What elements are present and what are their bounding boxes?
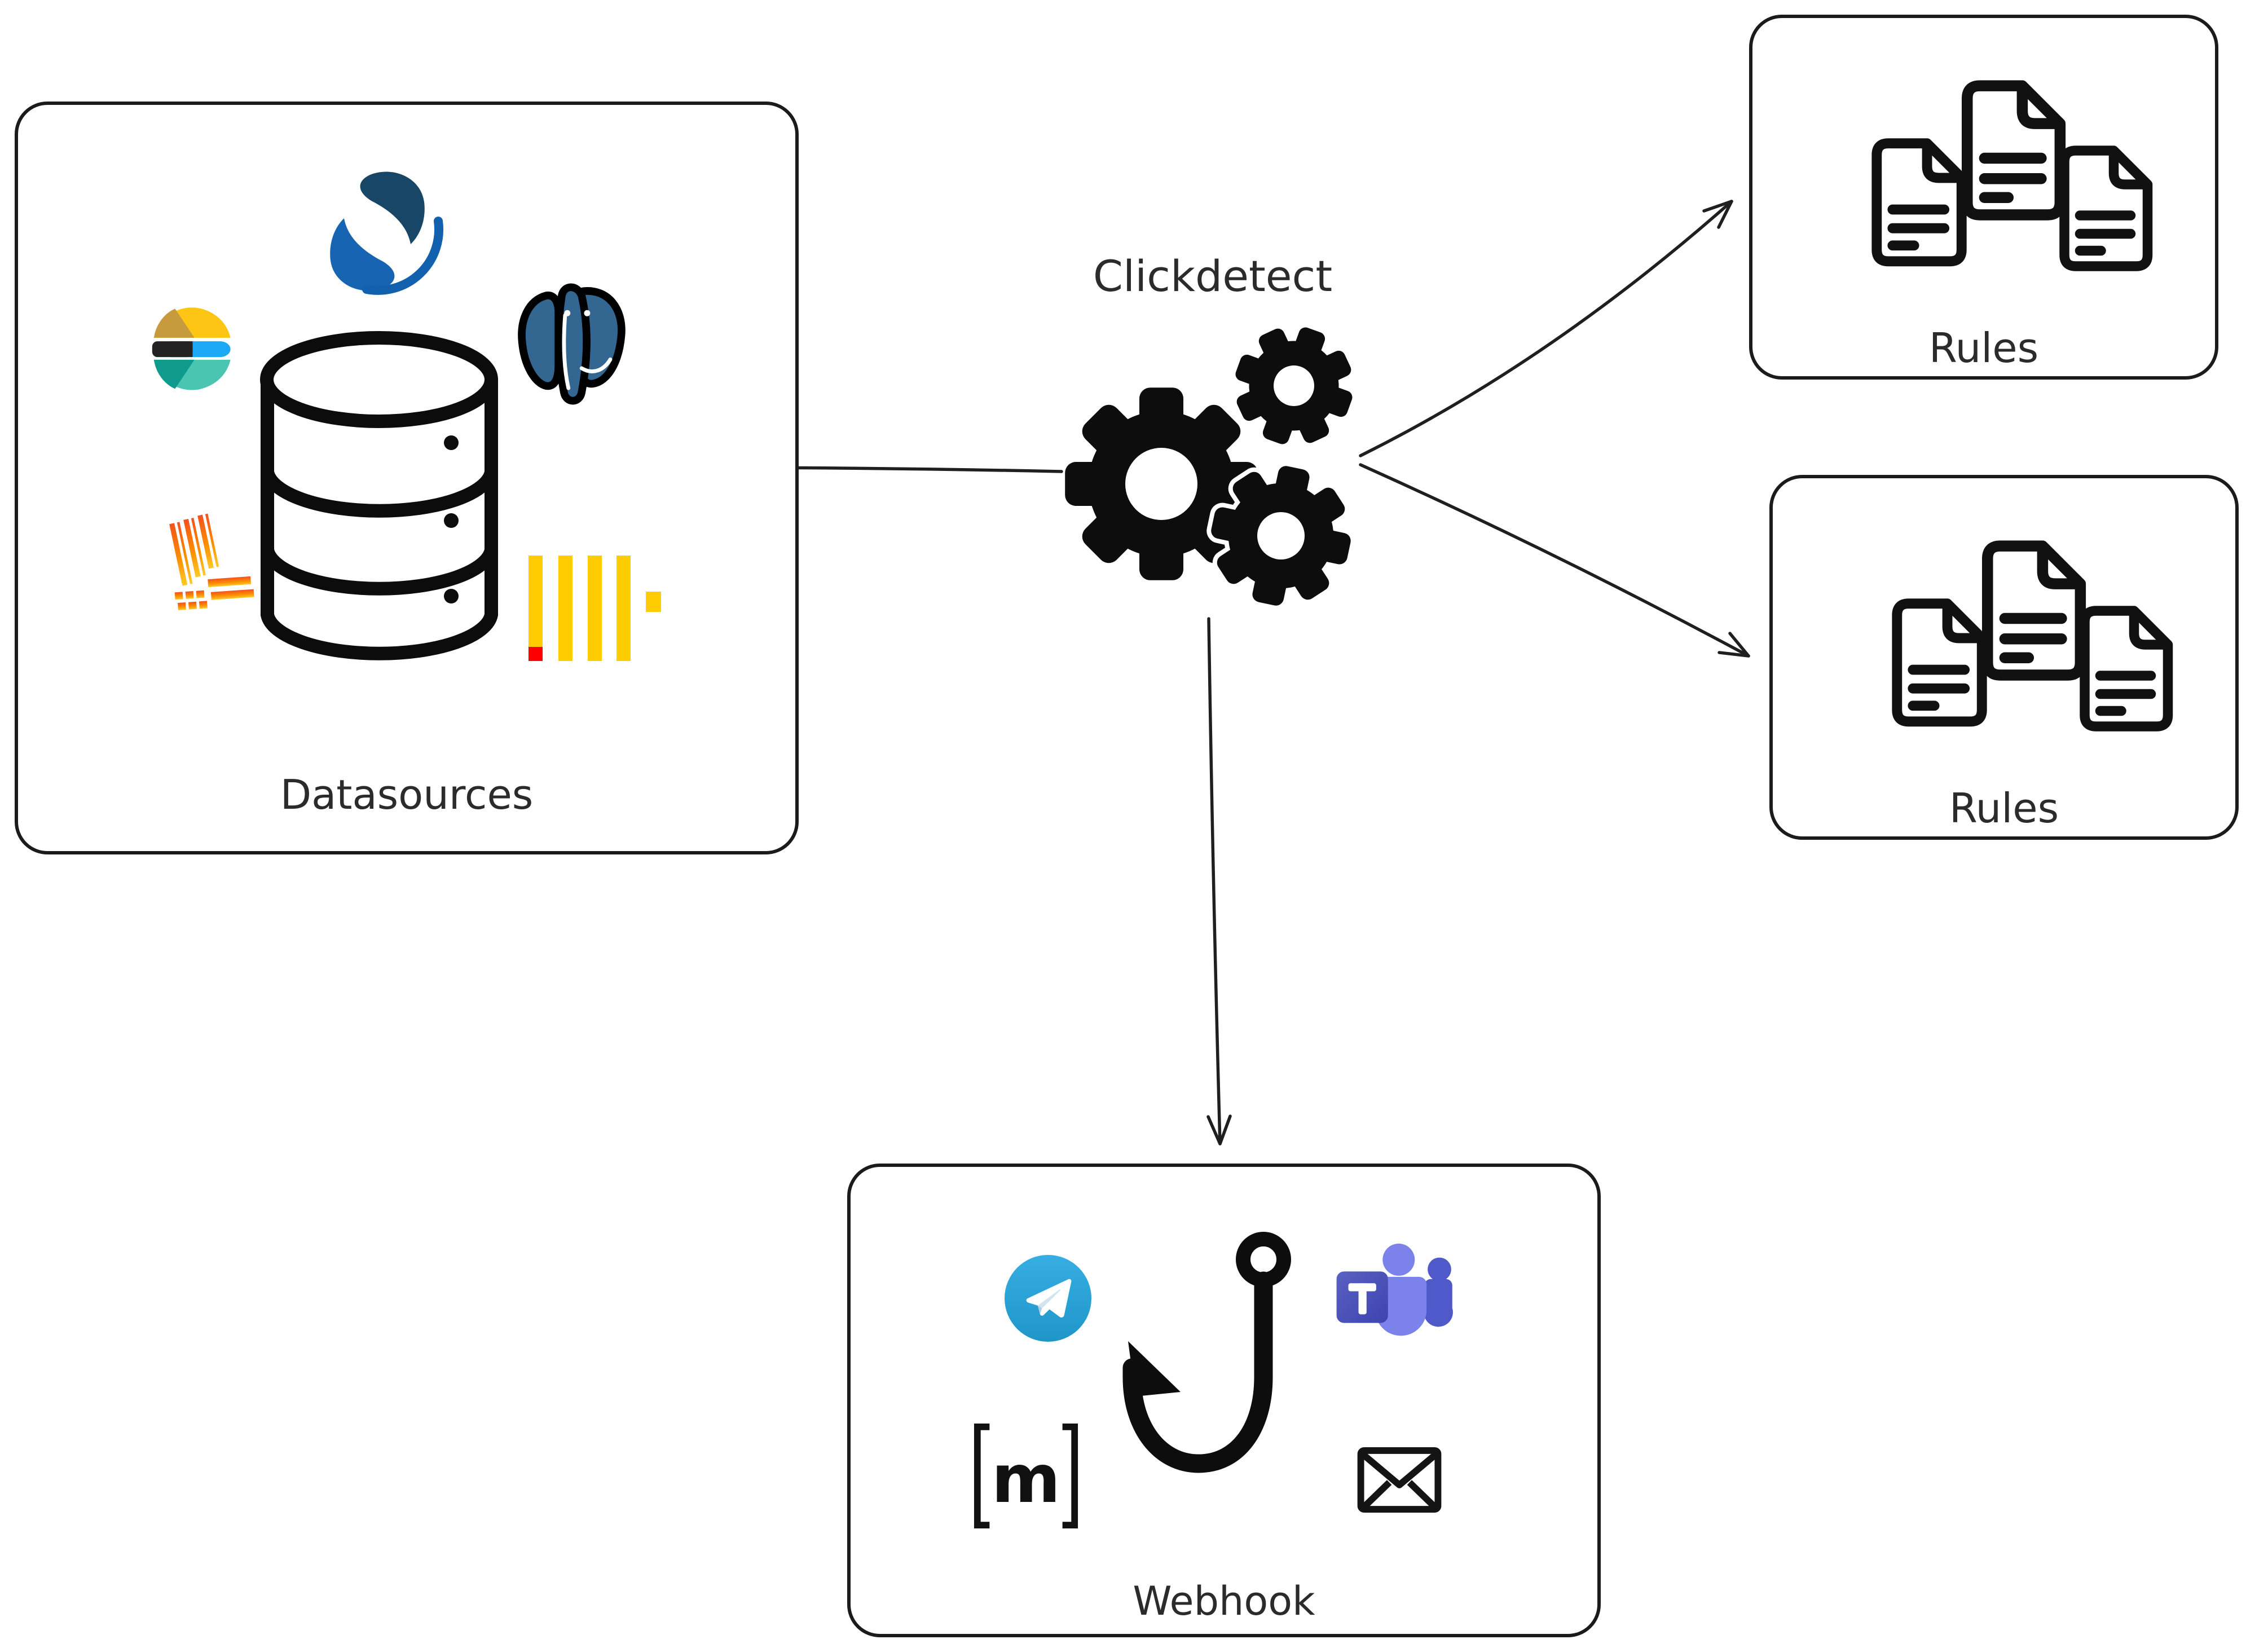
gears-icon bbox=[1065, 316, 1365, 632]
document-icon bbox=[2085, 611, 2168, 726]
database-cylinder-icon bbox=[260, 331, 498, 660]
elasticsearch-icon bbox=[152, 307, 231, 390]
node-rules-bottom: Rules bbox=[1769, 475, 2239, 840]
document-icon bbox=[2064, 151, 2148, 266]
webhook-label: Webhook bbox=[1133, 1578, 1315, 1624]
document-icon bbox=[1967, 86, 2060, 215]
document-icon bbox=[1988, 546, 2081, 675]
mattermost-icon: m bbox=[974, 1423, 1078, 1529]
node-rules-top: Rules bbox=[1749, 15, 2218, 380]
mattermost-letter: m bbox=[992, 1440, 1060, 1518]
node-webhook: m Webhook bbox=[847, 1164, 1601, 1637]
datasources-label: Datasources bbox=[280, 771, 534, 818]
node-datasources: Datasources bbox=[15, 102, 799, 854]
arrow-clickdetect-to-webhook bbox=[1206, 617, 1232, 1145]
loki-icon bbox=[169, 513, 254, 610]
arrow-clickdetect-to-rules-top bbox=[1359, 200, 1733, 457]
rules-bottom-label: Rules bbox=[1949, 785, 2059, 832]
rules-top-label: Rules bbox=[1928, 324, 2039, 372]
arrow-clickdetect-to-rules-bottom bbox=[1359, 463, 1750, 658]
document-icon bbox=[1897, 603, 1981, 721]
documents-icon bbox=[1773, 478, 2235, 836]
email-envelope-icon bbox=[1357, 1447, 1442, 1513]
clickhouse-icon bbox=[529, 556, 661, 661]
document-icon bbox=[1877, 143, 1961, 261]
ms-teams-icon bbox=[1336, 1244, 1453, 1336]
telegram-icon bbox=[1005, 1255, 1091, 1342]
s-swirl-logo-icon bbox=[330, 171, 444, 295]
postgresql-icon bbox=[518, 283, 626, 405]
documents-icon bbox=[1752, 18, 2215, 376]
hook-icon bbox=[1122, 1232, 1291, 1473]
clickdetect-label: Clickdetect bbox=[1093, 251, 1333, 301]
